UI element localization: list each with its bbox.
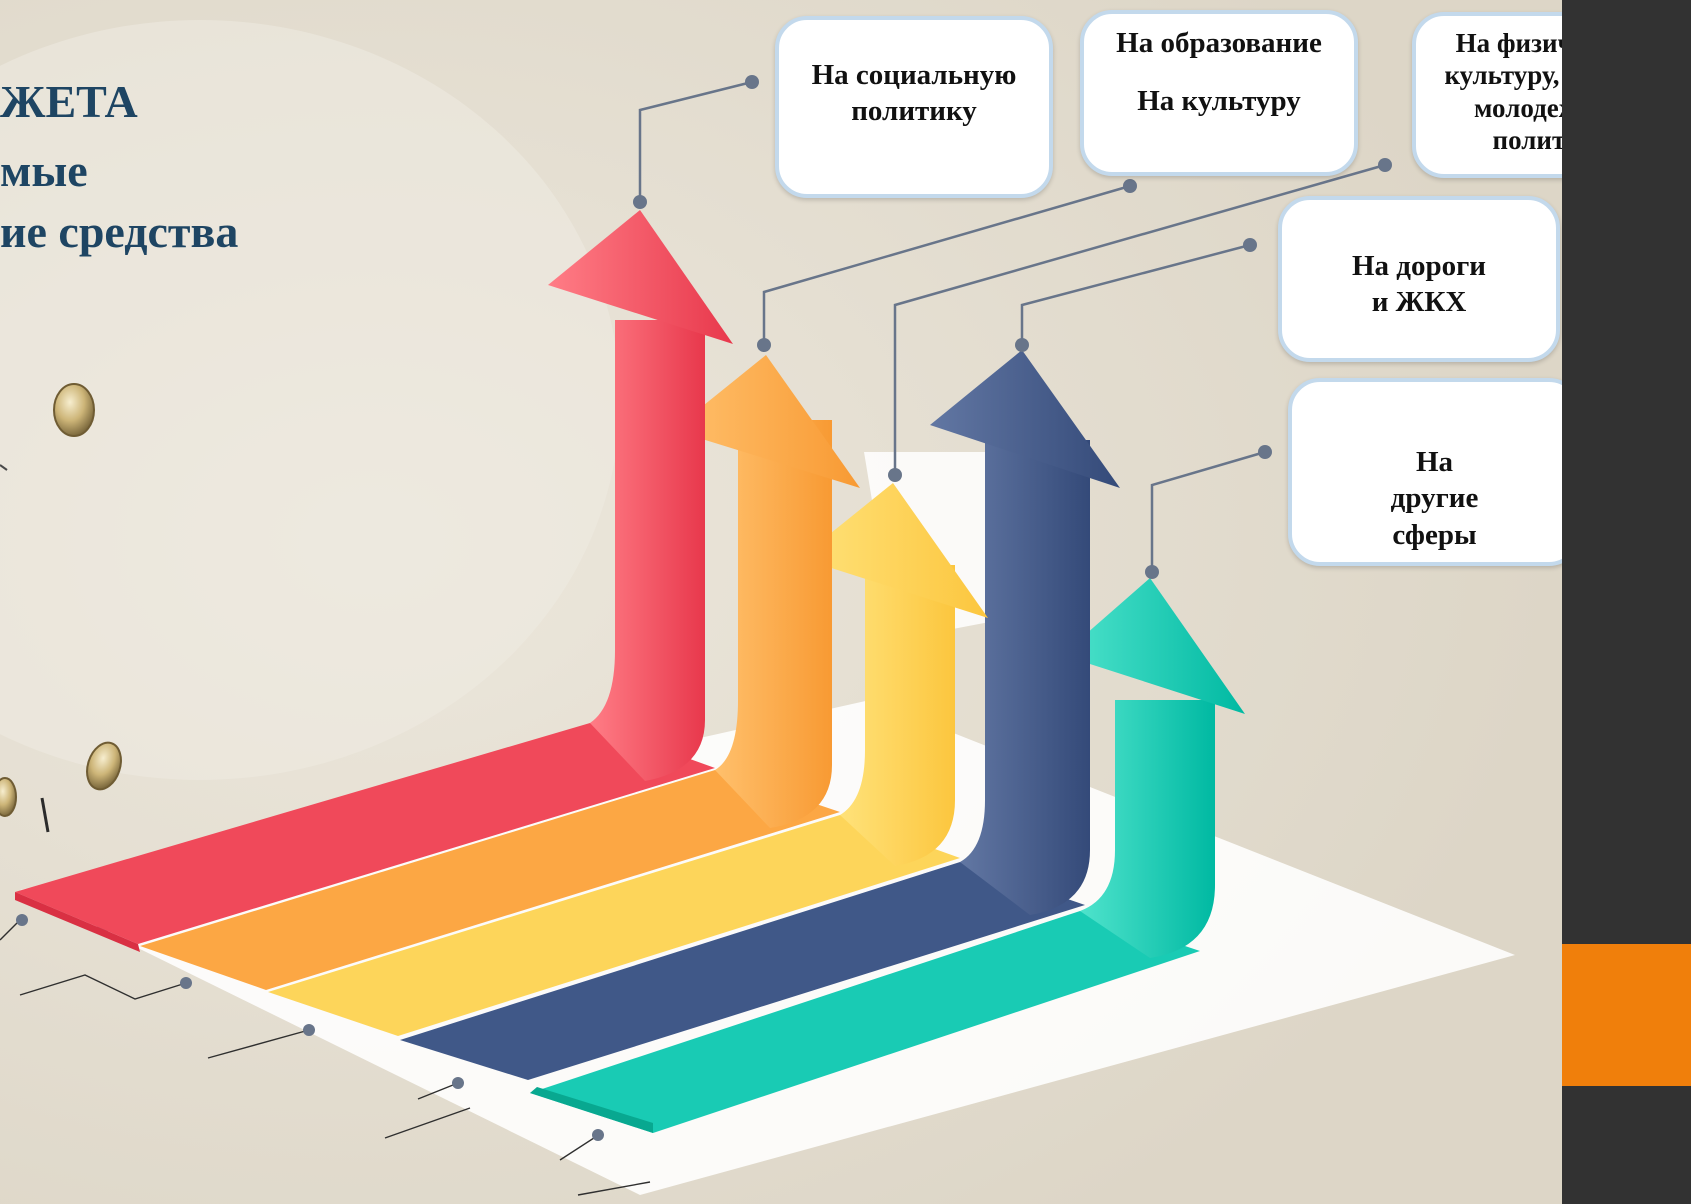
label-education-culture: На образование На культуру (1080, 10, 1358, 176)
title-line-1: ЖЕТА (0, 76, 138, 127)
arrow-navy-head (930, 350, 1120, 488)
label-other: На другие сферы (1288, 378, 1581, 566)
accent-block (1562, 944, 1691, 1086)
label-roads-text: На дороги и ЖКХ (1352, 250, 1486, 319)
arrow-navy (400, 350, 1120, 1080)
label-culture-text: На культуру (1137, 85, 1301, 118)
arrow-red-shaft (590, 320, 705, 781)
coin-icon (0, 777, 17, 817)
arrow-teal-shaft (1080, 700, 1215, 958)
floor-connectors (0, 921, 651, 1196)
arrow-red-edge (15, 892, 140, 952)
title-line-3: ие средства (0, 206, 239, 257)
callout-dots (633, 75, 1392, 579)
label-social-policy: На социальную политику (775, 16, 1053, 198)
arrow-teal-floor (530, 911, 1200, 1133)
title-line-2: мые (0, 145, 88, 196)
label-social-policy-text: На социальную политику (811, 59, 1017, 128)
arrow-orange-shaft (715, 420, 832, 828)
label-education-text: На образование (1116, 27, 1322, 59)
arrow-orange (140, 355, 860, 990)
coin-icon (86, 741, 122, 791)
arrow-yellow (268, 483, 988, 1036)
label-roads: На дороги и ЖКХ (1278, 196, 1560, 362)
arrow-red-floor (15, 723, 715, 944)
arrow-navy-shaft (960, 440, 1090, 915)
callout-lines (638, 80, 1386, 572)
arrow-yellow-shaft (840, 565, 955, 866)
arrow-navy-floor (400, 862, 1085, 1080)
arrow-teal (530, 578, 1245, 1133)
coins (0, 383, 122, 833)
arrow-teal-head (1062, 578, 1245, 714)
coin-edge-icon (40, 797, 50, 833)
label-other-text: На другие сферы (1390, 446, 1479, 551)
arrow-red (15, 210, 733, 952)
arrow-orange-floor (140, 770, 840, 990)
arrow-yellow-head (800, 483, 988, 618)
arrow-yellow-floor (268, 815, 960, 1036)
background-glow (0, 20, 620, 780)
arrow-teal-edge (530, 1087, 653, 1133)
arrow-orange-head (673, 355, 860, 488)
arrow-red-head (548, 210, 733, 344)
coin-edge-icon (0, 464, 8, 471)
coin-icon (53, 383, 95, 437)
